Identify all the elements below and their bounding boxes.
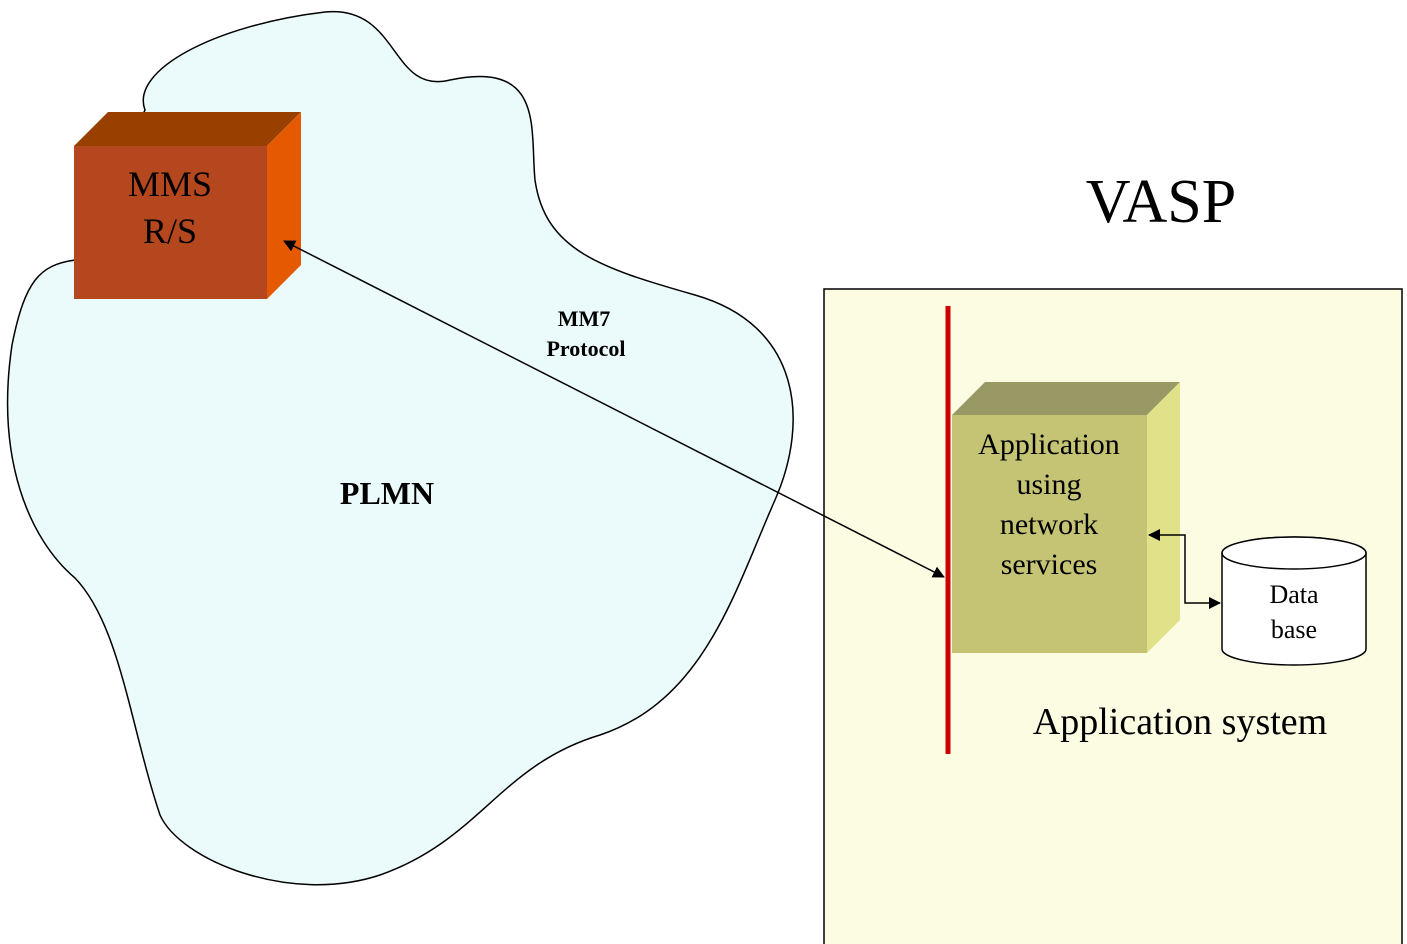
vasp-label: VASP bbox=[1086, 168, 1237, 236]
application-box-top bbox=[952, 382, 1180, 415]
mms-label-line1: MMS bbox=[128, 164, 212, 204]
mms-box-front bbox=[74, 146, 267, 299]
protocol-label-line1: MM7 bbox=[558, 306, 611, 331]
mm7-protocol-arrow bbox=[283, 240, 945, 578]
application-box-front bbox=[952, 415, 1147, 653]
application-system-label: Application system bbox=[1033, 701, 1327, 743]
application-box: Application using network services bbox=[952, 382, 1180, 653]
plmn-label: PLMN bbox=[340, 475, 434, 511]
mms-label-line2: R/S bbox=[143, 211, 197, 251]
application-label-line4: services bbox=[1001, 548, 1098, 581]
database-cylinder: Data base bbox=[1221, 536, 1367, 666]
application-label-line1: Application bbox=[978, 428, 1120, 461]
mms-relay-server-box: MMS R/S bbox=[74, 112, 301, 299]
application-label-line2: using bbox=[1016, 468, 1081, 501]
mms-box-top bbox=[74, 112, 301, 146]
application-database-connector bbox=[1148, 529, 1221, 609]
database-label-line2: base bbox=[1271, 615, 1317, 644]
application-label-line3: network bbox=[1000, 508, 1098, 541]
database-top bbox=[1221, 536, 1367, 570]
protocol-label-line2: Protocol bbox=[546, 336, 625, 361]
application-box-side bbox=[1147, 382, 1180, 653]
database-label-line1: Data bbox=[1269, 580, 1319, 609]
